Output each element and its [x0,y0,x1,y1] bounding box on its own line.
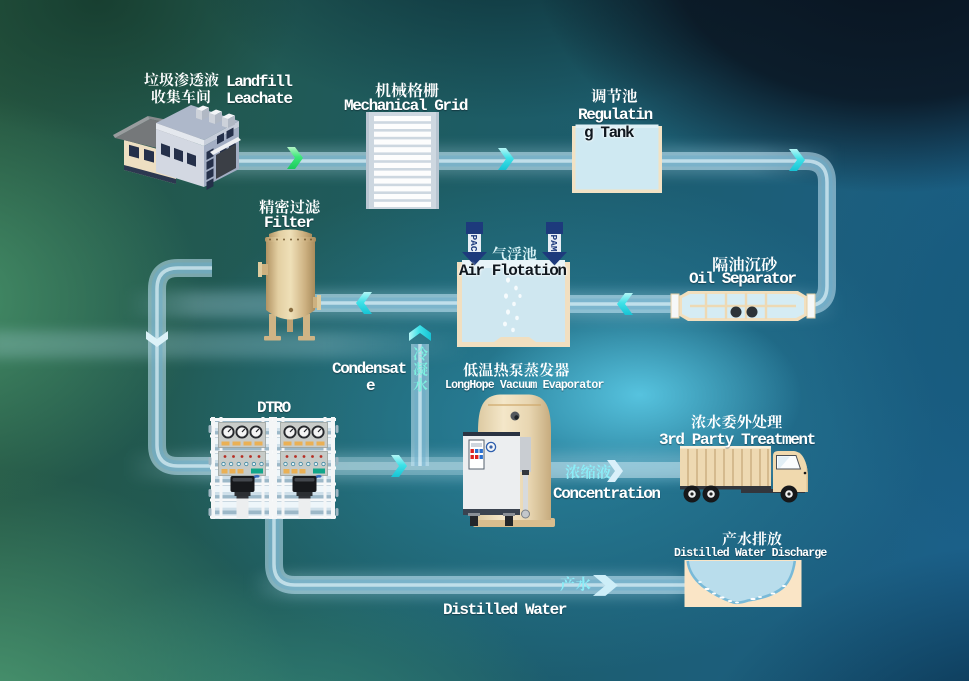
svg-text:PAC: PAC [468,234,479,251]
svg-text:PAM: PAM [548,234,559,251]
